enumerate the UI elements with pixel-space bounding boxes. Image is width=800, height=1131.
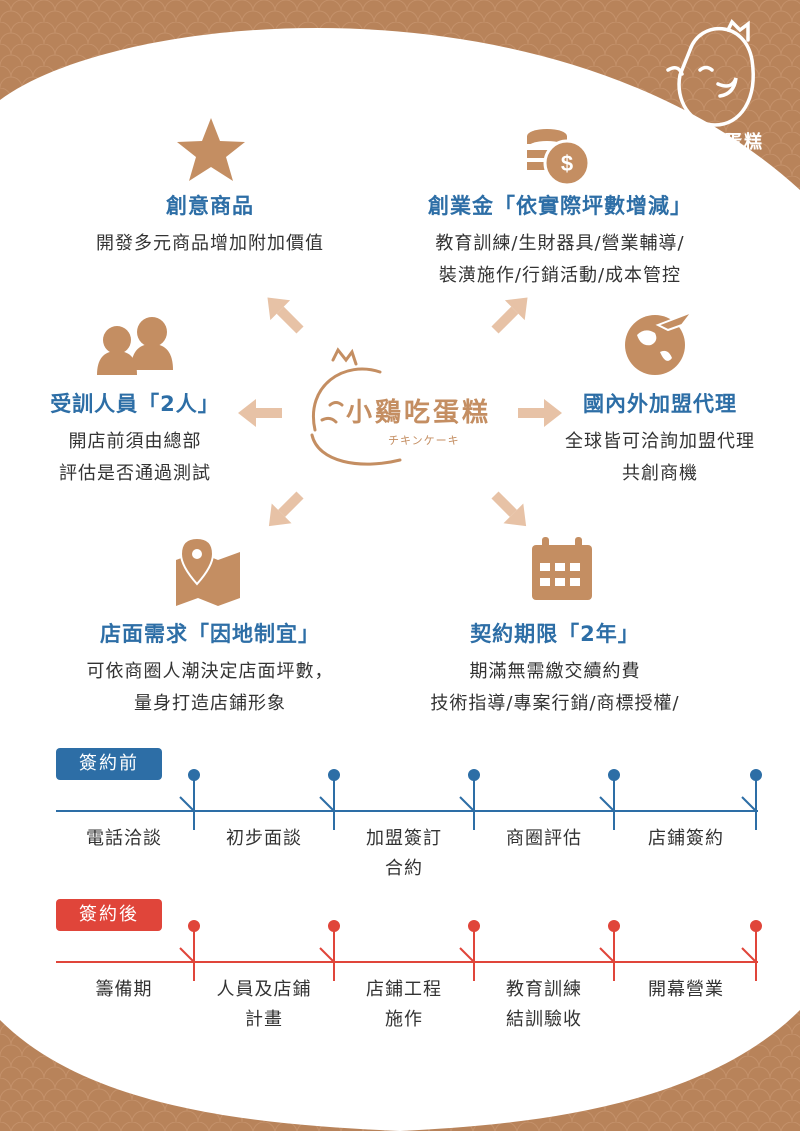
feature-line: 裝潢施作/行銷活動/成本管控 <box>438 265 682 286</box>
timeline-before-step-3: 加盟簽訂 合約 <box>336 824 472 884</box>
timeline-after-step-2: 人員及店鋪 計畫 <box>196 975 332 1035</box>
timeline-after-label: 簽約後 <box>56 899 162 931</box>
timeline-before-step-5: 店鋪簽約 <box>618 824 754 854</box>
radiating-arrows <box>238 297 562 527</box>
svg-text:$: $ <box>561 151 573 176</box>
feature-line: 教育訓練/生財器具/營業輔導/ <box>435 233 685 254</box>
timeline-before-step-2: 初步面談 <box>196 824 332 854</box>
timeline-after-marker-1 <box>179 920 200 981</box>
feature-startup-fund: 創業金「依實際坪數增減」 教育訓練/生財器具/營業輔導/ 裝潢施作/行銷活動/成… <box>400 190 720 292</box>
timeline-before-marker-1 <box>179 769 200 830</box>
timeline-after-marker-4 <box>599 920 620 981</box>
step-line: 合約 <box>385 858 423 879</box>
step-line: 籌備期 <box>95 979 153 1000</box>
brand-logo-center: 小鷄吃蛋糕 チキンケーキ <box>300 350 510 470</box>
feature-line: 評估是否通過測試 <box>59 463 211 484</box>
chicken-logo-top <box>666 19 755 127</box>
arrow-up-left <box>267 297 304 334</box>
brand-name-center: 小鷄吃蛋糕 <box>346 398 492 428</box>
timeline-after-track <box>56 920 762 981</box>
chicken-logo-center <box>310 347 402 466</box>
timeline-after-marker-5 <box>741 920 762 981</box>
feature-line: 共創商機 <box>622 463 698 484</box>
brand-logo-top: 小鷄吃蛋糕 チキンケーキ <box>654 128 774 167</box>
feature-creative-products: 創意商品 開發多元商品增加附加價值 <box>60 190 360 260</box>
timeline-after-marker-3 <box>459 920 480 981</box>
feature-line: 量身打造店鋪形象 <box>134 693 286 714</box>
brand-subtitle: チキンケーキ <box>684 157 744 167</box>
timeline-before-step-4: 商圈評估 <box>476 824 612 854</box>
feature-line: 可依商圈人潮決定店面坪數， <box>86 661 334 682</box>
timeline-after-step-1: 籌備期 <box>56 975 192 1005</box>
feature-trainees: 受訓人員「2人」 開店前須由總部 評估是否通過測試 <box>30 388 240 490</box>
timeline-before-step-1: 電話洽談 <box>56 824 192 854</box>
step-line: 計畫 <box>245 1009 283 1030</box>
timeline-after-marker-2 <box>319 920 340 981</box>
arrow-down-left <box>268 491 304 527</box>
calendar-icon <box>532 537 592 600</box>
feature-title: 創業金「依實際坪數增減」 <box>428 194 692 218</box>
arrow-left <box>238 399 282 427</box>
feature-title: 國內外加盟代理 <box>583 392 737 416</box>
step-line: 結訓驗收 <box>506 1009 582 1030</box>
timeline-after-step-4: 教育訓練 結訓驗收 <box>476 975 612 1035</box>
feature-line: 期滿無需繳交續約費 <box>469 661 641 682</box>
feature-contract-term: 契約期限「2年」 期滿無需繳交續約費 技術指導/專案行銷/商標授權/ <box>400 618 710 720</box>
feature-line: 開發多元商品增加附加價值 <box>96 233 324 254</box>
timeline-before-label: 簽約前 <box>56 748 162 780</box>
feature-line: 技術指導/專案行銷/商標授權/ <box>430 693 680 714</box>
feature-line: 全球皆可洽詢加盟代理 <box>565 431 755 452</box>
step-line: 店鋪簽約 <box>648 828 724 849</box>
step-line: 人員及店鋪 <box>216 979 312 1000</box>
people-icon <box>97 317 173 375</box>
step-line: 電話洽談 <box>86 828 162 849</box>
step-line: 初步面談 <box>226 828 302 849</box>
coins-dollar-icon: $ <box>527 129 591 187</box>
step-line: 開幕營業 <box>648 979 724 1000</box>
feature-title: 創意商品 <box>166 194 254 218</box>
arrow-right <box>518 399 562 427</box>
brand-name: 小鷄吃蛋糕 <box>664 132 764 153</box>
arrow-up-right <box>491 297 528 334</box>
step-line: 教育訓練 <box>506 979 582 1000</box>
feature-store-requirement: 店面需求「因地制宜」 可依商圈人潮決定店面坪數， 量身打造店鋪形象 <box>60 618 360 720</box>
feature-title: 店面需求「因地制宜」 <box>100 622 320 646</box>
globe-plane-icon <box>625 309 695 375</box>
feature-title: 受訓人員「2人」 <box>50 392 220 416</box>
arrow-down-right <box>491 491 527 527</box>
timeline-before-marker-2 <box>319 769 340 830</box>
brand-subtitle-center: チキンケーキ <box>388 434 460 447</box>
step-line: 店鋪工程 <box>366 979 442 1000</box>
map-pin-icon <box>176 536 240 606</box>
step-line: 加盟簽訂 <box>366 828 442 849</box>
star-icon <box>177 118 245 181</box>
timeline-before-marker-3 <box>459 769 480 830</box>
timeline-before-track <box>56 769 762 830</box>
timeline-before-marker-5 <box>741 769 762 830</box>
white-panel <box>0 27 800 1131</box>
feature-title: 契約期限「2年」 <box>470 622 640 646</box>
step-line: 施作 <box>385 1009 423 1030</box>
feature-line: 開店前須由總部 <box>68 431 202 452</box>
timeline-after-step-5: 開幕營業 <box>618 975 754 1005</box>
step-line: 商圈評估 <box>506 828 582 849</box>
timeline-before-marker-4 <box>599 769 620 830</box>
feature-franchise-agency: 國內外加盟代理 全球皆可洽詢加盟代理 共創商機 <box>545 388 775 490</box>
timeline-after-step-3: 店鋪工程 施作 <box>336 975 472 1035</box>
